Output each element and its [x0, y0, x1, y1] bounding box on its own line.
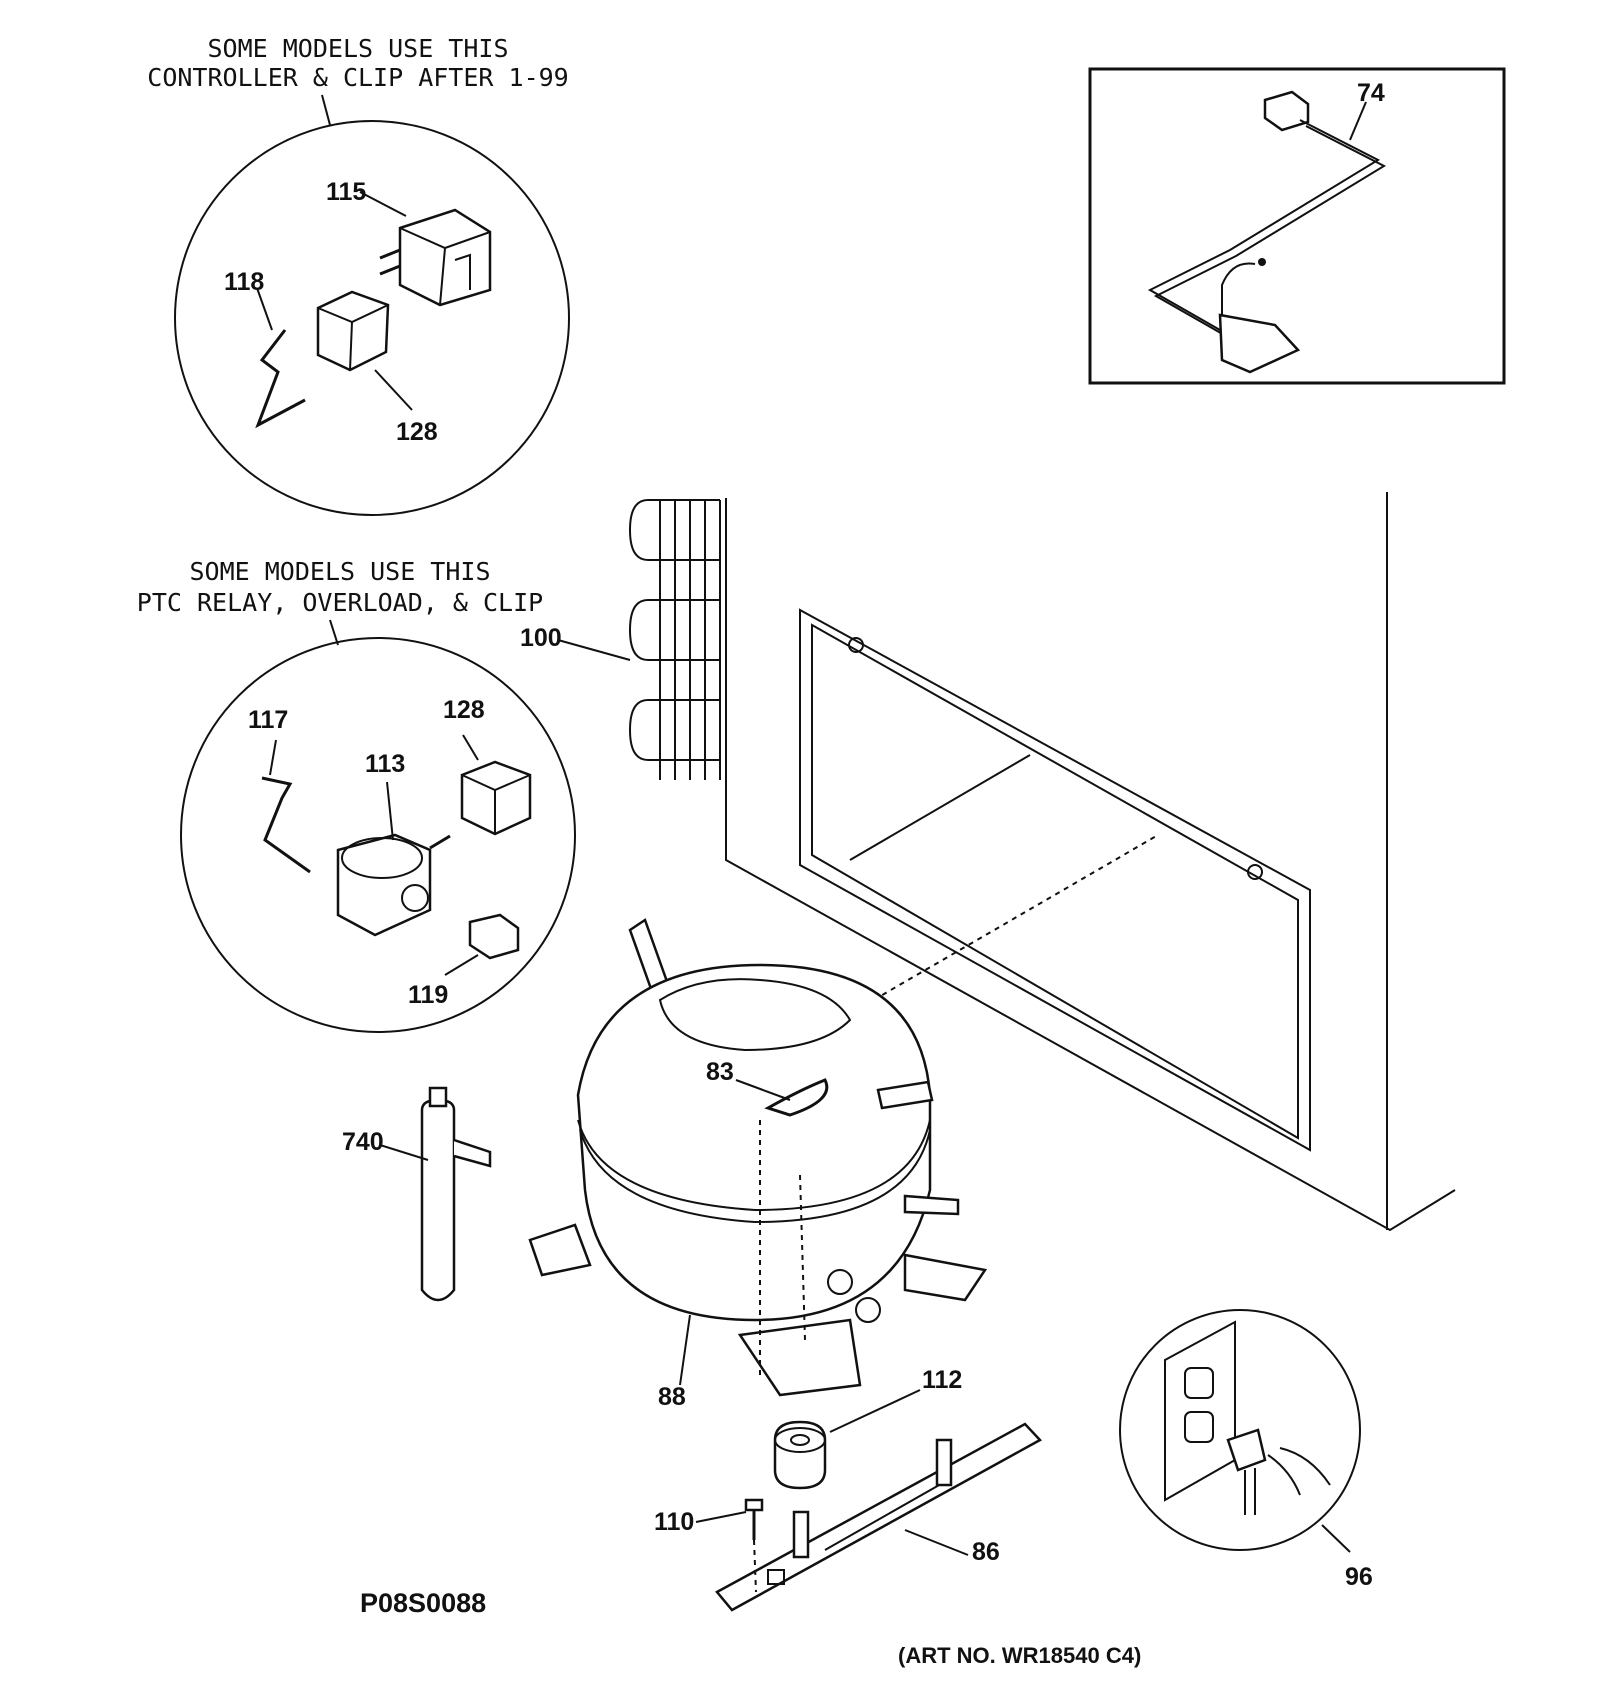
drier-740: [420, 1086, 492, 1302]
callout-128-ptc: 128: [443, 696, 485, 724]
callout-128-controller: 128: [396, 418, 438, 446]
condenser-coil-100: [628, 499, 721, 780]
ptc-note-line1: SOME MODELS USE THIS: [189, 557, 490, 586]
outlet-inset-circle: [1119, 1309, 1361, 1551]
callout-112: 112: [922, 1366, 962, 1394]
callout-110: 110: [654, 1508, 694, 1536]
ptc-relay-113: [336, 833, 451, 937]
screw-110: [744, 1498, 764, 1540]
cabinet: [725, 492, 1456, 1232]
clip-117: [261, 776, 311, 874]
callout-96: 96: [1345, 1563, 1373, 1591]
controller-note-line2: CONTROLLER & CLIP AFTER 1-99: [147, 63, 568, 92]
controller-inset-circle: [174, 120, 570, 516]
callout-74: 74: [1357, 79, 1385, 107]
drawing-code: P08S0088: [360, 1588, 486, 1618]
controller-inset: SOME MODELS USE THIS CONTROLLER & CLIP A…: [147, 34, 570, 516]
callout-83: 83: [706, 1058, 734, 1086]
controller-115: [379, 208, 492, 307]
base-rail-86: [715, 1422, 1043, 1612]
harness-inset-box: [1088, 67, 1506, 385]
callout-100: 100: [520, 624, 562, 652]
callout-118: 118: [224, 268, 264, 296]
clip-119: [468, 913, 520, 960]
ptc-inset-circle: [180, 637, 576, 1033]
callout-115: 115: [326, 178, 366, 206]
callout-117: 117: [248, 706, 288, 734]
callout-119: 119: [408, 981, 448, 1009]
callout-113: 113: [365, 750, 405, 778]
callout-86: 86: [972, 1538, 1000, 1566]
compressor-88: [528, 918, 988, 1397]
harness-inset: 74: [1088, 67, 1506, 385]
art-number: (ART NO. WR18540 C4): [898, 1643, 1141, 1668]
callout-740: 740: [342, 1128, 384, 1156]
controller-note-line1: SOME MODELS USE THIS: [207, 34, 508, 63]
overload-128: [316, 290, 390, 372]
overload-128-ptc: [460, 760, 532, 836]
grommet-112: [773, 1420, 827, 1490]
outlet-inset: [1119, 1309, 1361, 1551]
ptc-note-line2: PTC RELAY, OVERLOAD, & CLIP: [137, 588, 543, 617]
clip-118: [255, 329, 306, 429]
ptc-inset: SOME MODELS USE THIS PTC RELAY, OVERLOAD…: [137, 557, 576, 1033]
callout-88: 88: [658, 1383, 686, 1411]
